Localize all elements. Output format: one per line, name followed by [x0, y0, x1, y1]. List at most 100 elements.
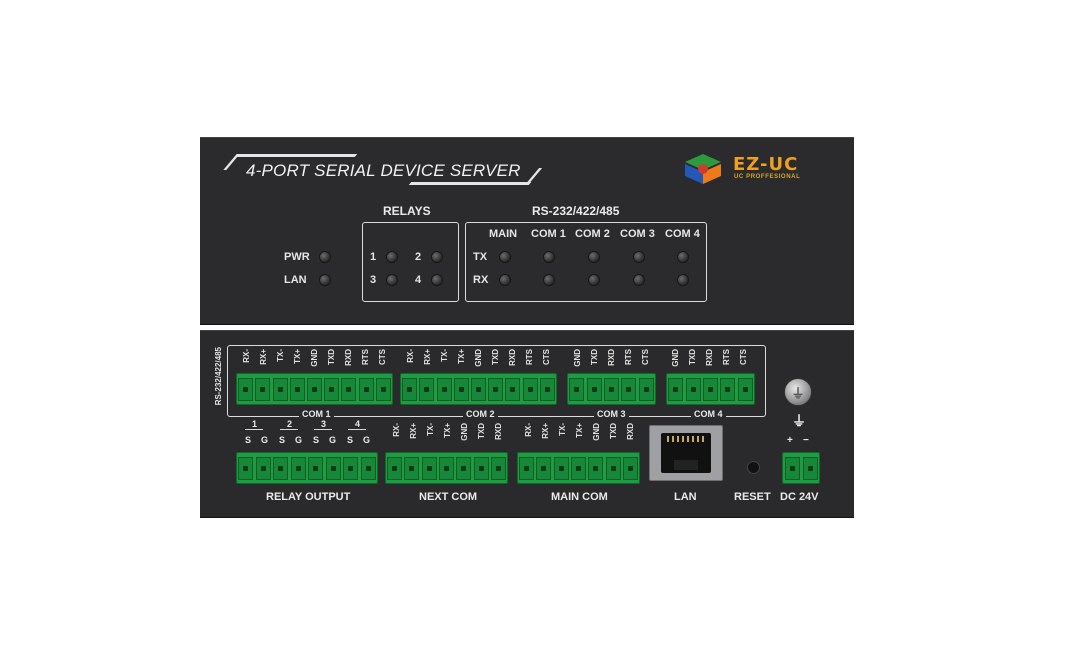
com4-pin-label: TXD [688, 349, 697, 365]
terminal-pin[interactable] [308, 457, 324, 480]
terminal-pin[interactable] [802, 457, 818, 480]
com3-rx-led [634, 275, 644, 285]
ground-symbol-icon: ⏚ [792, 413, 806, 429]
terminal-pin[interactable] [505, 378, 521, 401]
main-com-terminal-block[interactable] [517, 452, 640, 484]
lan-label: LAN [674, 491, 697, 503]
com2-pin-label: TX+ [457, 349, 466, 364]
terminal-pin[interactable] [536, 457, 552, 480]
terminal-pin[interactable] [360, 457, 376, 480]
terminal-pin[interactable] [668, 378, 684, 401]
power-label: DC 24V [780, 491, 819, 503]
relay-bracket [280, 429, 298, 430]
relay-1-label: 1 [370, 251, 377, 263]
col-com3-label: COM 3 [620, 228, 655, 240]
terminal-pin[interactable] [421, 457, 437, 480]
terminal-pin[interactable] [255, 457, 271, 480]
main-com-pin-label: TX+ [575, 423, 584, 438]
terminal-pin[interactable] [238, 378, 254, 401]
next-com-pin-label: TX+ [443, 423, 452, 438]
terminal-pin[interactable] [490, 457, 506, 480]
relay-4-label: 4 [415, 274, 422, 286]
next-com-pin-label: GND [460, 423, 469, 441]
terminal-pin[interactable] [553, 457, 569, 480]
terminal-pin[interactable] [519, 457, 535, 480]
terminal-pin[interactable] [402, 378, 418, 401]
relay-ch-4-label: 4 [355, 419, 361, 429]
com2-pin-label: RX+ [423, 349, 432, 365]
reset-button[interactable] [747, 461, 760, 474]
next-com-terminal-block[interactable] [385, 452, 508, 484]
terminal-pin[interactable] [588, 457, 604, 480]
terminal-pin[interactable] [522, 378, 538, 401]
terminal-pin[interactable] [488, 378, 504, 401]
terminal-pin[interactable] [375, 378, 391, 401]
relay-ch-1-label: 1 [252, 419, 258, 429]
terminal-pin[interactable] [473, 457, 489, 480]
com1-label: COM 1 [299, 409, 334, 419]
lan-led [320, 275, 330, 285]
terminal-pin[interactable] [436, 378, 452, 401]
terminal-pin[interactable] [605, 457, 621, 480]
terminal-pin[interactable] [638, 378, 654, 401]
terminal-pin[interactable] [387, 457, 403, 480]
lan-label: LAN [284, 274, 307, 286]
com4-terminal-block[interactable] [666, 373, 755, 405]
terminal-pin[interactable] [737, 378, 753, 401]
terminal-pin[interactable] [324, 378, 340, 401]
next-com-pin-label: RX- [392, 423, 401, 437]
rear-panel: RS-232/422/485 RX- RX+ TX- TX+ GND TXD R… [200, 330, 854, 518]
relay-pin-label: G [329, 435, 337, 445]
com1-terminal-block[interactable] [236, 373, 393, 405]
terminal-pin[interactable] [571, 457, 586, 480]
terminal-pin[interactable] [290, 457, 306, 480]
com3-pin-label: GND [573, 349, 582, 367]
terminal-pin[interactable] [341, 378, 357, 401]
main-com-label: MAIN COM [551, 491, 608, 503]
col-com1-label: COM 1 [531, 228, 566, 240]
terminal-pin[interactable] [419, 378, 435, 401]
terminal-pin[interactable] [586, 378, 602, 401]
terminal-pin[interactable] [325, 457, 341, 480]
terminal-pin[interactable] [703, 378, 718, 401]
main-com-pin-label: TX- [558, 423, 567, 436]
next-com-pin-label: RX+ [409, 423, 418, 439]
lan-port-tab [674, 460, 698, 470]
terminal-pin[interactable] [685, 378, 701, 401]
terminal-pin[interactable] [471, 378, 486, 401]
relay-3-label: 3 [370, 274, 377, 286]
terminal-pin[interactable] [238, 457, 254, 480]
terminal-pin[interactable] [307, 378, 322, 401]
terminal-pin[interactable] [289, 378, 305, 401]
relay-ch-2-label: 2 [287, 419, 293, 429]
terminal-pin[interactable] [621, 378, 637, 401]
com2-label: COM 2 [463, 409, 498, 419]
terminal-pin[interactable] [622, 457, 638, 480]
terminal-pin[interactable] [273, 457, 289, 480]
com1-pin-label: RX- [242, 349, 251, 363]
terminal-pin[interactable] [272, 378, 288, 401]
terminal-pin[interactable] [453, 378, 469, 401]
terminal-pin[interactable] [784, 457, 800, 480]
terminal-pin[interactable] [404, 457, 420, 480]
terminal-pin[interactable] [720, 378, 736, 401]
terminal-pin[interactable] [456, 457, 472, 480]
lan-port[interactable] [649, 425, 723, 481]
main-com-pin-label: GND [592, 423, 601, 441]
reset-label: RESET [734, 491, 771, 503]
next-com-pin-label: TX- [426, 423, 435, 436]
com2-terminal-block[interactable] [400, 373, 557, 405]
main-com-pin-label: RXD [626, 423, 635, 440]
terminal-pin[interactable] [569, 378, 585, 401]
com3-terminal-block[interactable] [567, 373, 656, 405]
terminal-pin[interactable] [255, 378, 271, 401]
terminal-pin[interactable] [604, 378, 619, 401]
terminal-pin[interactable] [343, 457, 359, 480]
com2-pin-label: GND [474, 349, 483, 367]
terminal-pin[interactable] [539, 378, 555, 401]
power-terminal-block[interactable] [782, 452, 820, 484]
terminal-pin[interactable] [439, 457, 454, 480]
main-rx-led [500, 275, 510, 285]
terminal-pin[interactable] [358, 378, 374, 401]
relay-output-terminal-block[interactable] [236, 452, 378, 484]
